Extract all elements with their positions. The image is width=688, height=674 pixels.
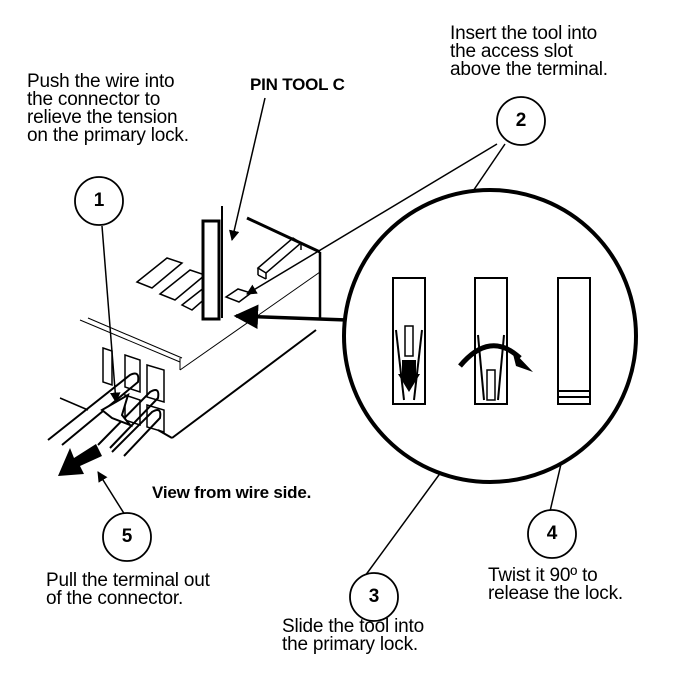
magnified-view (342, 188, 638, 484)
tool-label: PIN TOOL C (250, 75, 345, 94)
step-5-line: of the connector. (46, 588, 184, 609)
step-4-line: release the lock. (488, 583, 623, 604)
step-1-line: Push the wire into (27, 71, 175, 92)
view-label: View from wire side. (152, 483, 312, 502)
step-2-line: above the terminal. (450, 59, 608, 80)
twist-arrow (458, 343, 533, 372)
callout-circles (74, 96, 577, 622)
lock-state-release (557, 277, 591, 405)
push-arrow (100, 392, 134, 428)
callout-5: 5 (121, 526, 133, 547)
wires (47, 372, 162, 457)
step-3-line: the primary lock. (282, 634, 418, 655)
step-1-line: the connector to (27, 89, 161, 110)
callout-4: 4 (546, 523, 558, 544)
step-2-line: the access slot (450, 41, 573, 62)
callout-1: 1 (93, 190, 105, 211)
callout-3: 3 (368, 586, 380, 607)
step-4-line: Twist it 90º to (488, 565, 598, 586)
step-3-line: Slide the tool into (282, 616, 424, 637)
callout-2: 2 (515, 110, 527, 131)
pin-tool (201, 206, 223, 321)
step-1-line: relieve the tension (27, 107, 178, 128)
pull-arrow (58, 444, 102, 476)
step-2-line: Insert the tool into (450, 23, 598, 44)
step-5-line: Pull the terminal out (46, 570, 210, 591)
lock-state-insert (392, 277, 426, 405)
step-1-line: on the primary lock. (27, 125, 189, 146)
